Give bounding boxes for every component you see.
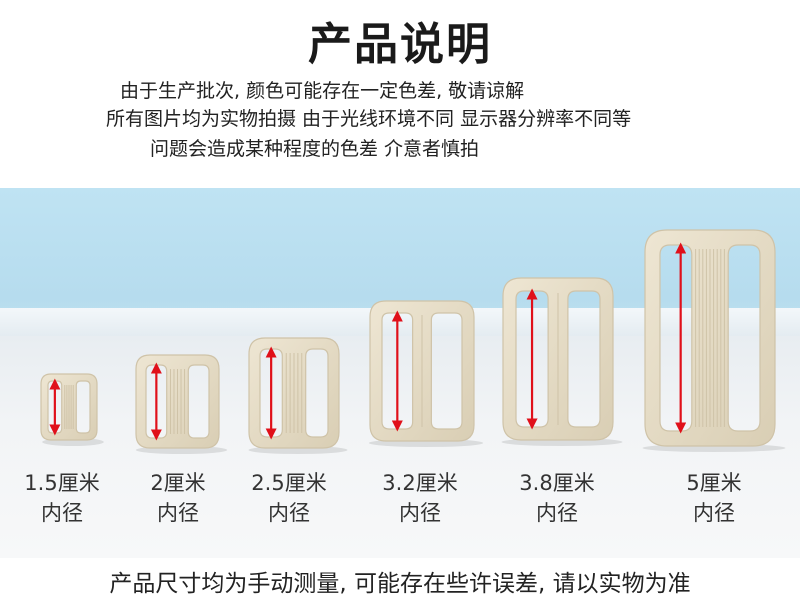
size-value: 2.5厘米 bbox=[251, 471, 327, 495]
size-caption-1: 1.5厘米 内径 bbox=[22, 468, 102, 528]
size-label: 内径 bbox=[41, 501, 83, 525]
size-label: 内径 bbox=[536, 501, 578, 525]
size-value: 5厘米 bbox=[686, 471, 742, 495]
size-caption-3: 2.5厘米 内径 bbox=[244, 468, 334, 528]
product-display bbox=[0, 188, 800, 558]
buckle-1 bbox=[40, 373, 104, 446]
notice-line-3: 问题会造成某种程度的色差 介意者慎拍 bbox=[150, 138, 480, 160]
buckle-5 bbox=[501, 277, 623, 446]
size-value: 2厘米 bbox=[150, 471, 206, 495]
buckle-2 bbox=[135, 354, 228, 454]
measurement-disclaimer: 产品尺寸均为手动测量, 可能存在些许误差, 请以实物为准 bbox=[109, 571, 691, 597]
size-label: 内径 bbox=[693, 501, 735, 525]
size-label: 内径 bbox=[157, 501, 199, 525]
notice-line-2: 所有图片均为实物拍摄 由于光线环境不同 显示器分辨率不同等 bbox=[106, 108, 632, 130]
size-value: 1.5厘米 bbox=[24, 471, 100, 495]
page-title: 产品说明 bbox=[308, 19, 492, 70]
size-caption-2: 2厘米 内径 bbox=[138, 468, 218, 528]
buckle-4 bbox=[368, 300, 484, 447]
size-value: 3.2厘米 bbox=[382, 471, 458, 495]
size-value: 3.8厘米 bbox=[519, 471, 595, 495]
size-caption-4: 3.2厘米 内径 bbox=[372, 468, 468, 528]
size-caption-6: 5厘米 内径 bbox=[672, 468, 756, 528]
buckle-6 bbox=[642, 229, 786, 452]
buckle-illustrations bbox=[40, 229, 786, 454]
buckle-3 bbox=[248, 337, 348, 454]
size-label: 内径 bbox=[268, 501, 310, 525]
notice-line-1: 由于生产批次, 颜色可能存在一定色差, 敬请谅解 bbox=[120, 80, 525, 102]
size-label: 内径 bbox=[399, 501, 441, 525]
size-caption-5: 3.8厘米 内径 bbox=[508, 468, 606, 528]
